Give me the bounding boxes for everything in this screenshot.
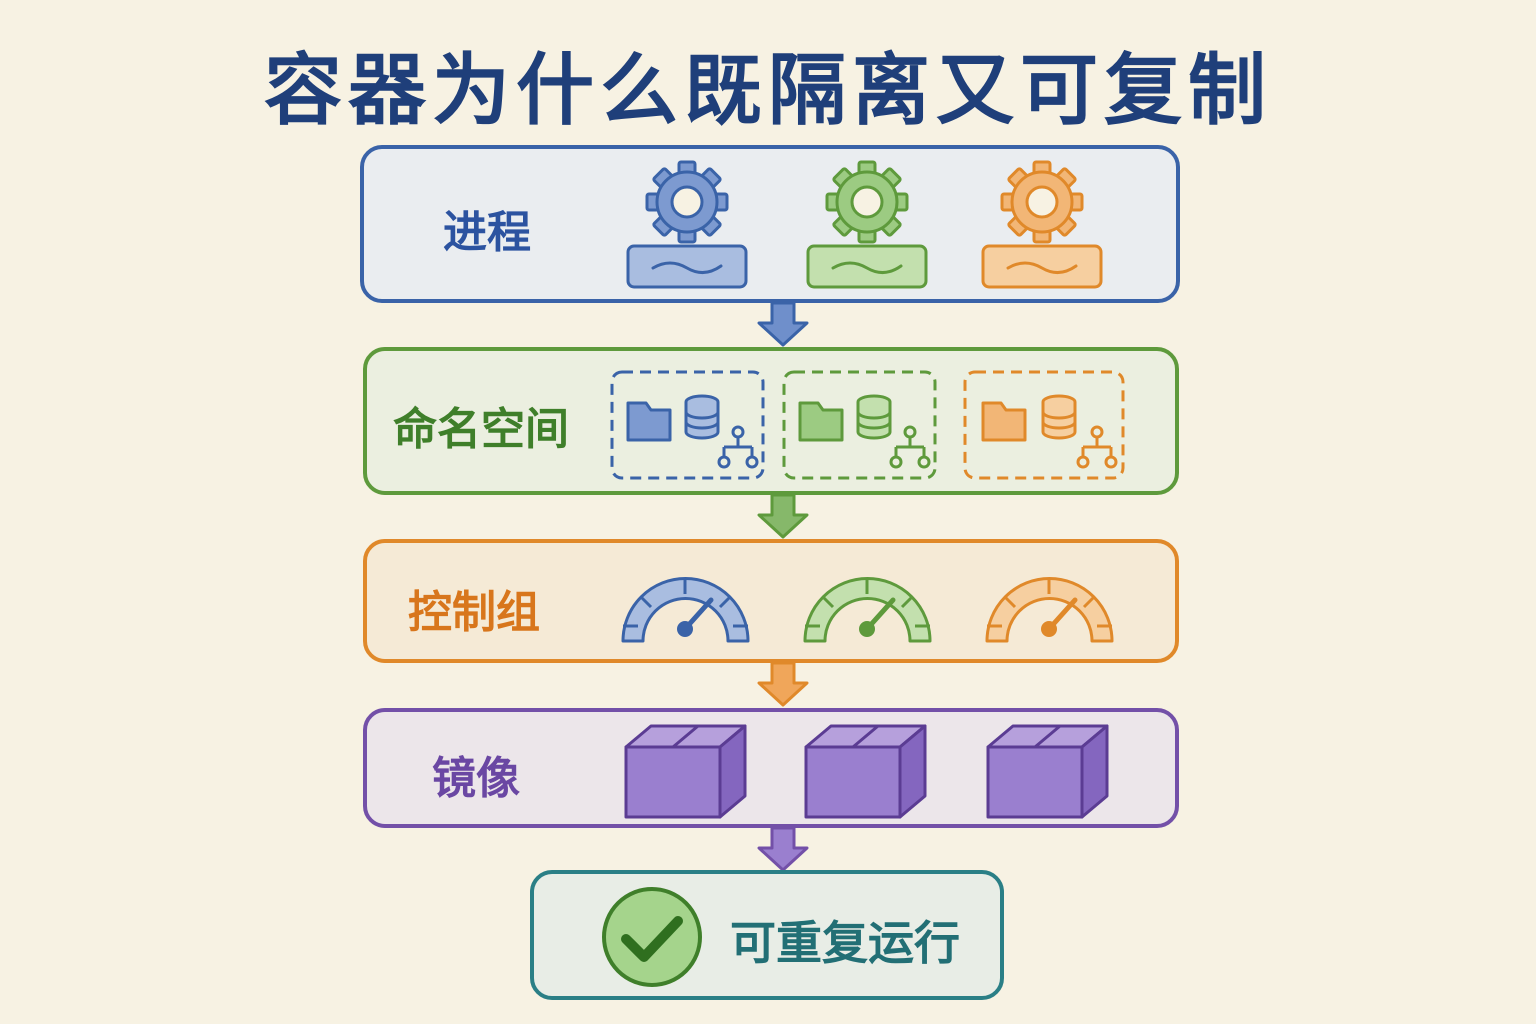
namespace-box-icon [782,370,937,480]
layer-cgroup [363,539,1179,663]
namespace-box-icon [610,370,765,480]
gauge-icon [621,577,750,643]
arrow-down-icon [757,493,809,539]
package-box-icon [624,724,747,819]
gear-process-icon [806,160,928,289]
arrow-down-icon [757,826,809,872]
arrow-down-icon [757,301,809,347]
gear-process-icon [981,160,1103,289]
checkmark-circle-icon [602,887,702,987]
gauge-icon [985,577,1114,643]
package-box-icon [986,724,1109,819]
layer-label-cgroup: 控制组 [408,587,540,638]
gauge-icon [803,577,932,643]
result-label: 可重复运行 [730,916,960,970]
layer-label-image: 镜像 [432,753,520,804]
layer-label-process: 进程 [443,207,531,258]
package-box-icon [804,724,927,819]
namespace-box-icon [963,370,1125,480]
page-title: 容器为什么既隔离又可复制 [263,46,1272,136]
layer-label-namespace: 命名空间 [393,404,569,455]
arrow-down-icon [757,661,809,707]
gear-process-icon [626,160,748,289]
